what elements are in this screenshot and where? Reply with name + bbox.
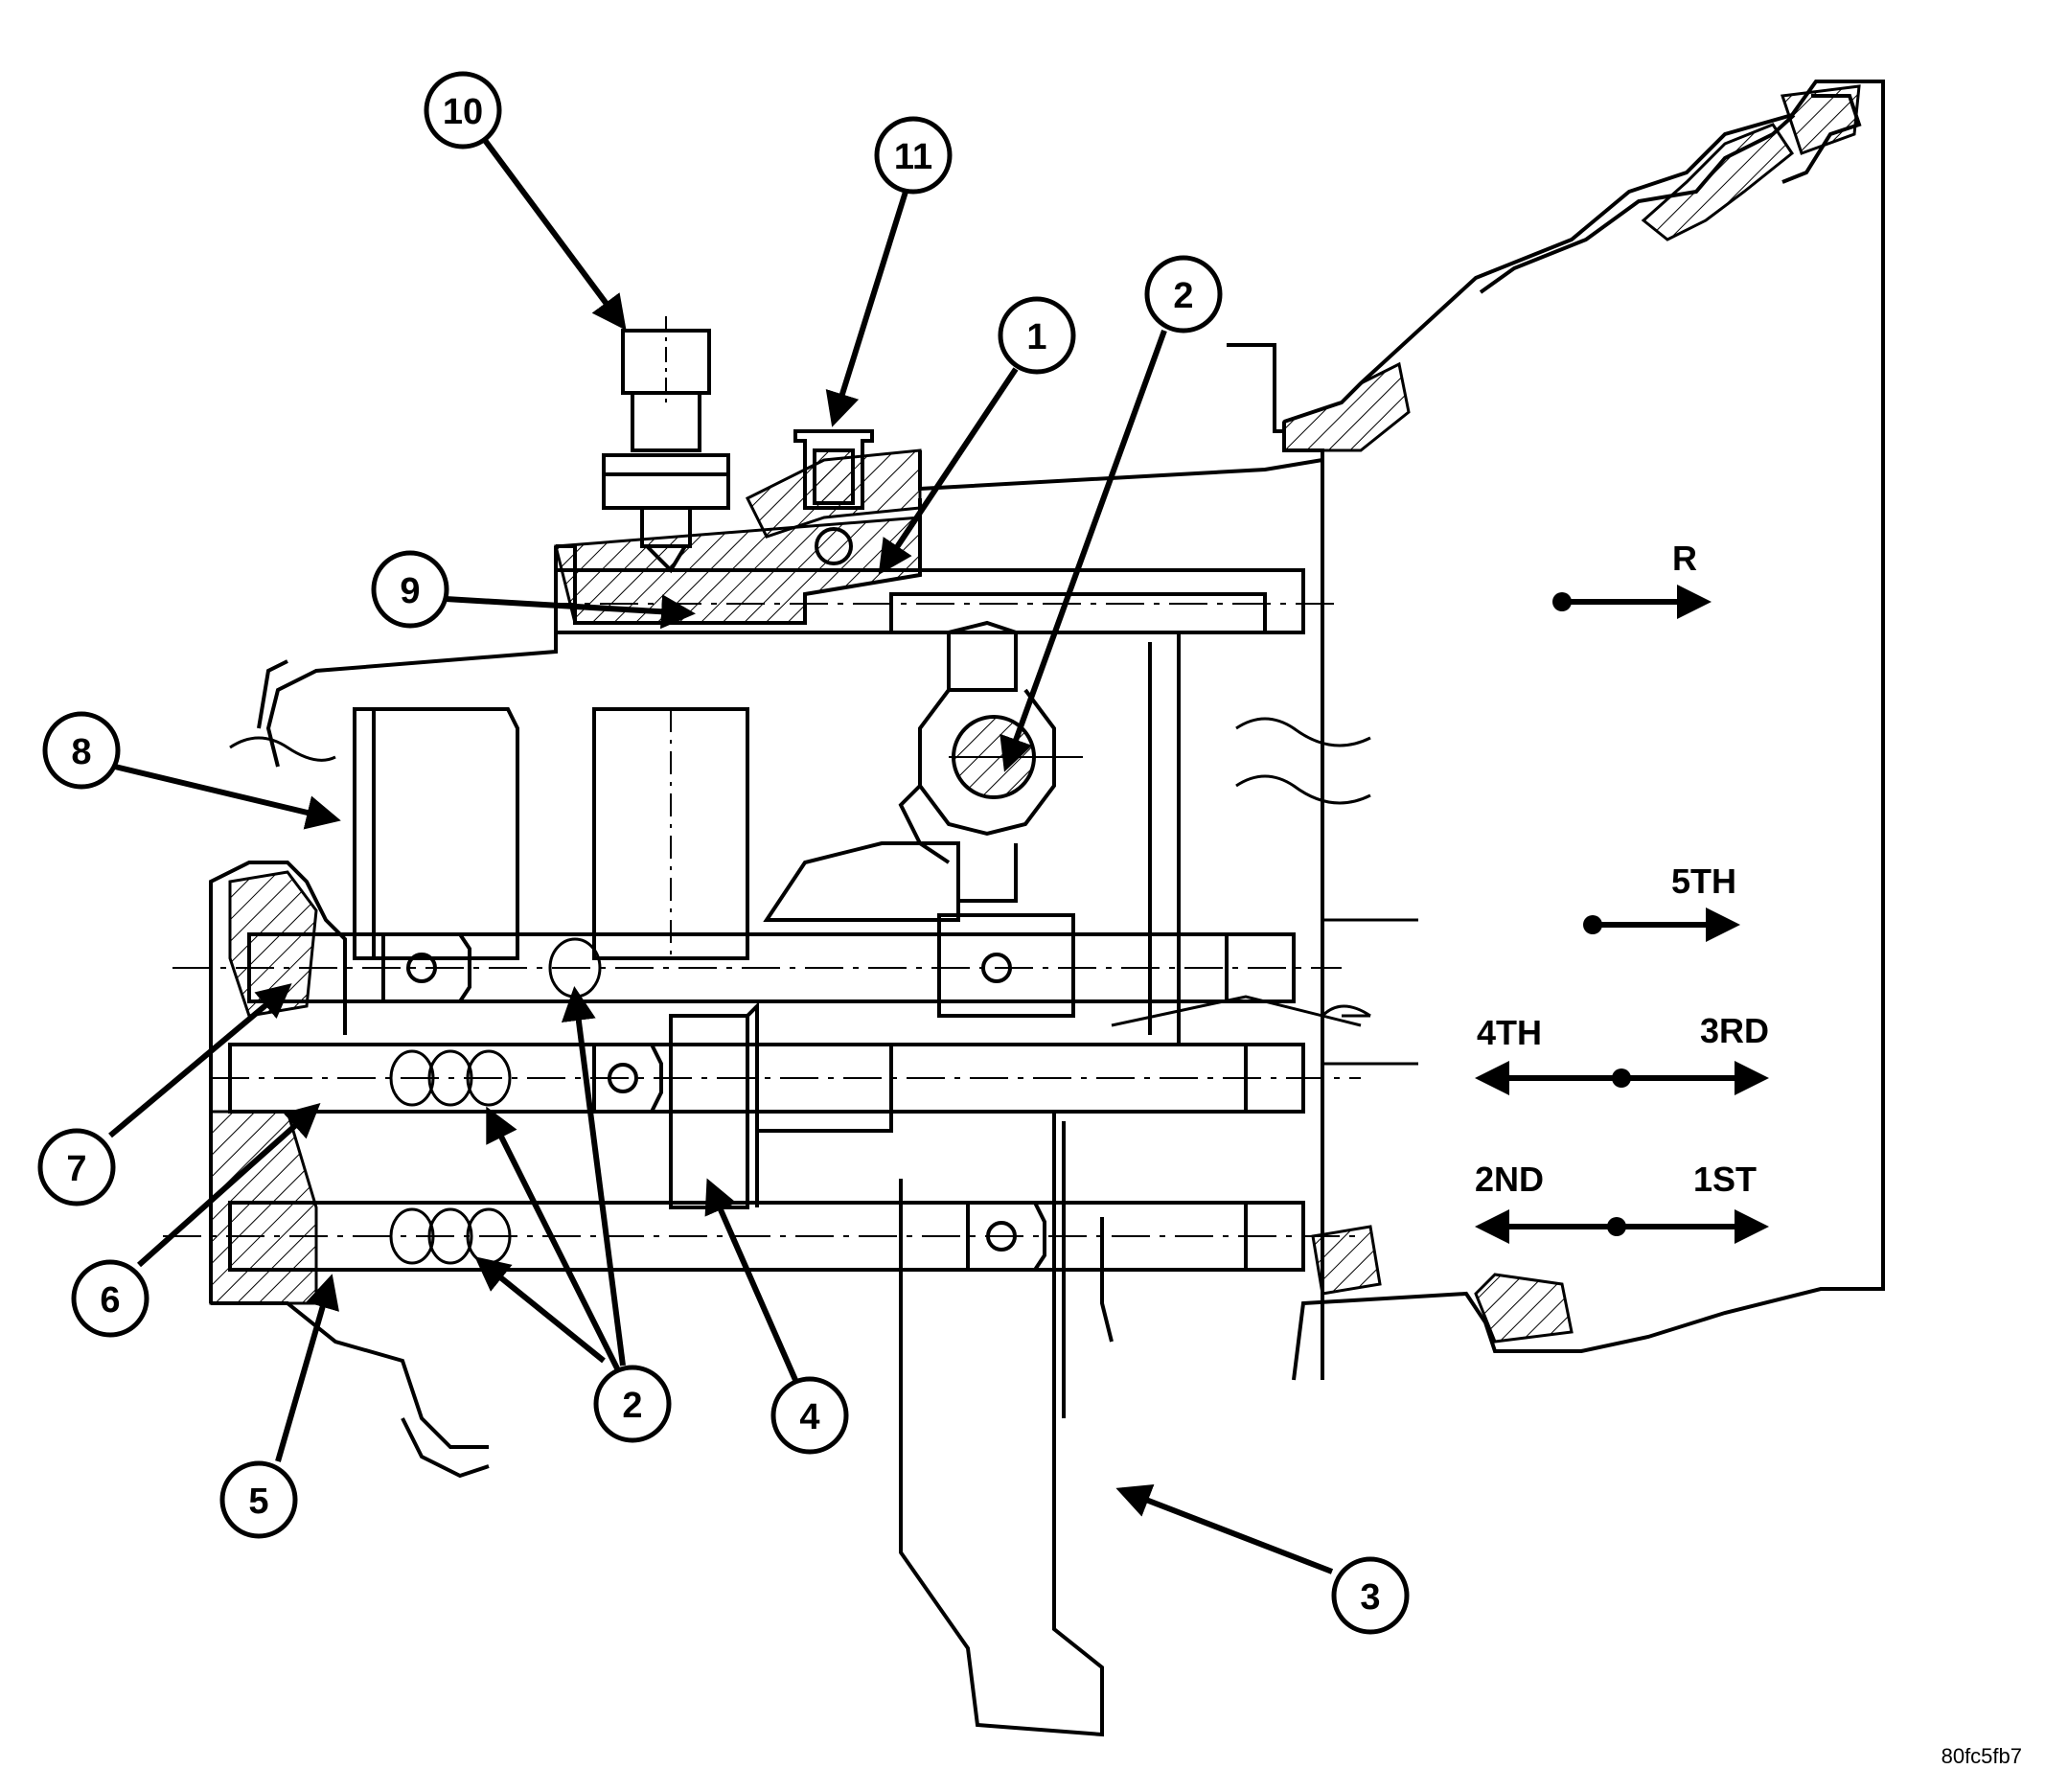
svg-text:5: 5 (248, 1482, 268, 1522)
shift-fork-4-upper (592, 707, 749, 960)
callout-8: 8 (42, 711, 121, 790)
svg-text:11: 11 (894, 137, 932, 177)
breather-11 (793, 429, 874, 565)
callout-9: 9 (371, 550, 449, 629)
svg-text:3: 3 (1360, 1577, 1380, 1618)
callout-6: 6 (71, 1259, 149, 1338)
svg-text:2ND: 2ND (1475, 1160, 1544, 1199)
svg-text:10: 10 (443, 92, 483, 132)
callout-11: 11 (874, 116, 953, 195)
svg-text:4: 4 (799, 1397, 819, 1437)
callout-2-bottom: 2 (593, 1365, 672, 1443)
top-cover-housing (257, 343, 1323, 1045)
gear-arrow-fifth: 5TH (1583, 862, 1740, 942)
svg-text:5TH: 5TH (1671, 862, 1736, 901)
svg-text:4TH: 4TH (1477, 1013, 1542, 1052)
svg-text:1ST: 1ST (1693, 1160, 1757, 1199)
shift-fork-4-lower (669, 1001, 759, 1209)
svg-text:9: 9 (400, 571, 420, 611)
svg-text:7: 7 (66, 1149, 86, 1189)
center-block (755, 841, 960, 1133)
detent-notches (389, 937, 602, 1265)
callout-7: 7 (37, 1128, 116, 1206)
callout-2-top: 2 (1144, 255, 1223, 333)
case-hatched-sections (1282, 84, 1861, 1344)
svg-text:2: 2 (622, 1386, 642, 1426)
callout-5: 5 (219, 1460, 298, 1539)
callout-3: 3 (1331, 1556, 1410, 1635)
shift-rail-7 (172, 913, 1342, 1018)
shift-rail-6 (211, 1043, 1361, 1114)
svg-text:2: 2 (1173, 276, 1193, 316)
gear-arrow-reverse: R (1552, 539, 1712, 619)
transmission-case-right (1282, 80, 1885, 1381)
figure-id: 80fc5fb7 (1942, 1744, 2022, 1768)
shift-rail-5 (163, 1201, 1361, 1272)
svg-text:R: R (1672, 539, 1697, 578)
callout-1: 1 (998, 296, 1076, 375)
callout-10: 10 (424, 71, 502, 149)
shift-fork-8 (353, 707, 519, 960)
callout-4: 4 (770, 1376, 849, 1455)
svg-text:1: 1 (1026, 317, 1046, 357)
gear-arrow-second-first: 2ND 1ST (1475, 1160, 1769, 1244)
sensor-10 (602, 316, 730, 574)
left-housing-hatch (209, 1110, 318, 1305)
svg-text:3RD: 3RD (1700, 1011, 1769, 1050)
selector-lever (898, 620, 1083, 903)
gear-arrow-fourth-third: 4TH 3RD (1475, 1011, 1769, 1095)
svg-text:8: 8 (71, 732, 91, 772)
shift-fork-3 (899, 1112, 1114, 1737)
case-details (229, 717, 1418, 1066)
left-housing-hatch-upper (228, 870, 318, 1018)
svg-text:6: 6 (100, 1280, 120, 1321)
leader-lines (108, 137, 1334, 1574)
